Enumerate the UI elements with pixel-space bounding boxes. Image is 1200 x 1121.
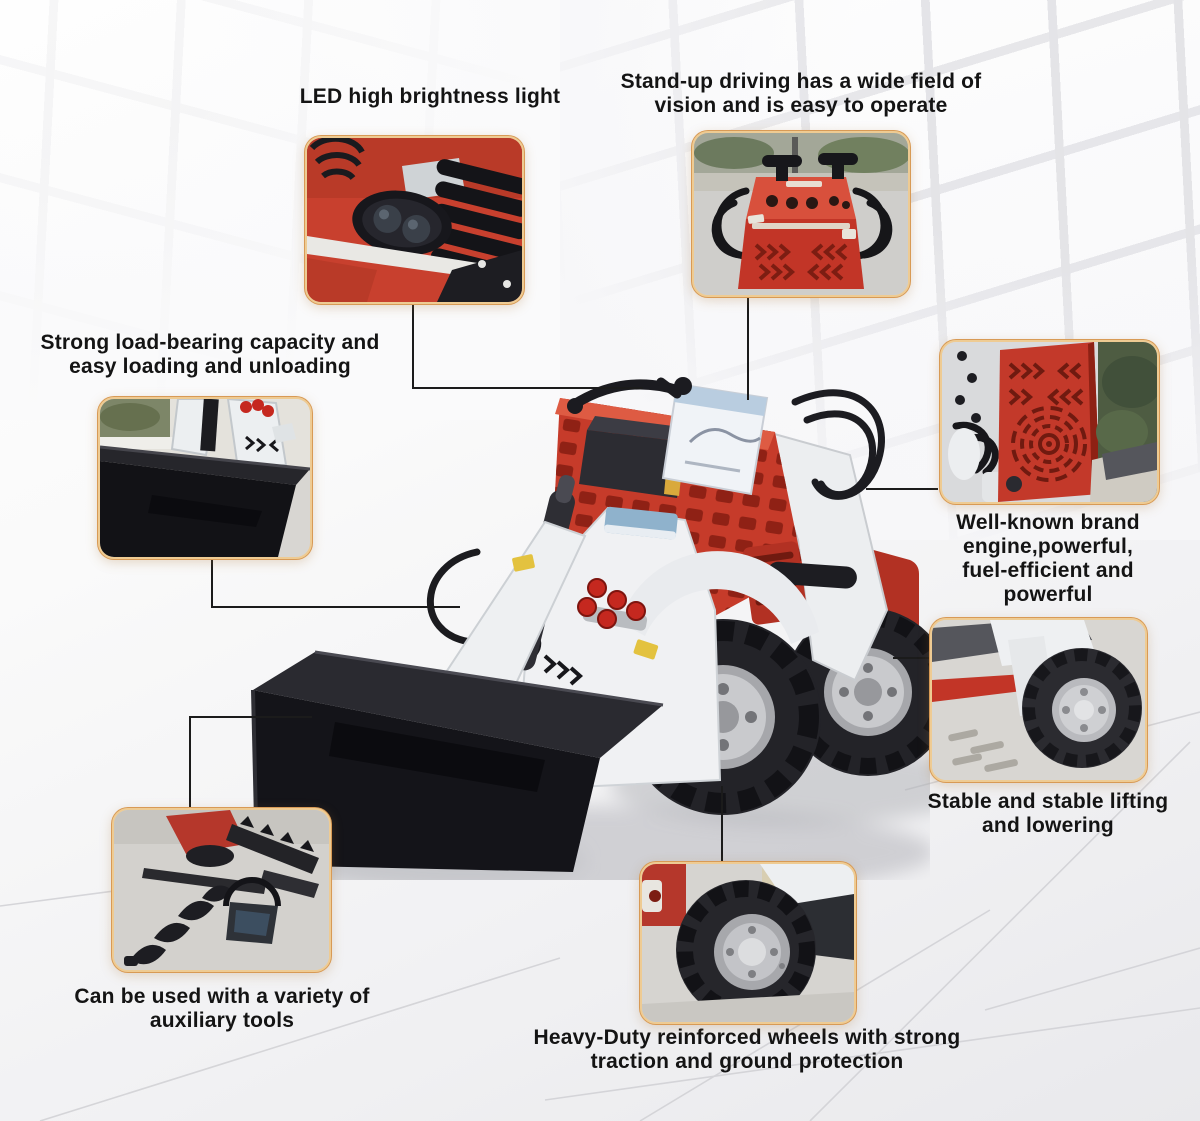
manual-sheet — [661, 382, 769, 496]
booklet — [604, 506, 678, 540]
attachments-photo — [112, 808, 331, 972]
label-lift: Stable and stable lifting and lowering — [927, 790, 1169, 837]
red-frame-bar — [932, 674, 1030, 702]
engine-photo — [940, 340, 1159, 504]
machine-illustration — [245, 377, 930, 880]
led-light-photo — [305, 136, 524, 304]
bucket-photo — [98, 397, 312, 559]
label-load: Strong load-bearing capacity and easy lo… — [40, 331, 380, 378]
led-lamp — [352, 190, 452, 256]
wheel — [676, 880, 816, 1020]
label-standup: Stand-up driving has a wide field of vis… — [620, 70, 982, 117]
bucket-closeup — [100, 445, 310, 557]
warning-sticker — [512, 554, 535, 572]
hose-loops — [711, 187, 893, 261]
heavy-wheel-photo — [640, 862, 856, 1024]
label-wheels: Heavy-Duty reinforced wheels with strong… — [533, 1026, 961, 1073]
joystick-handles — [762, 153, 858, 181]
standup-driving-photo — [692, 131, 910, 297]
floor-reflection — [948, 729, 1018, 772]
auger-attachment — [124, 885, 232, 966]
wheel-fender — [619, 551, 819, 644]
engine-cover — [998, 342, 1100, 502]
lift-wheel-photo — [930, 618, 1147, 782]
hydraulic-hoses-right — [791, 389, 885, 500]
fan-grille — [1011, 406, 1087, 482]
red-corner — [642, 864, 686, 926]
machine-photo — [215, 360, 930, 880]
red-machine-part — [166, 810, 246, 854]
label-engine: Well-known brand engine,powerful, fuel-e… — [956, 511, 1140, 606]
hoop-tool — [223, 877, 281, 944]
hydraulic-couplers — [577, 578, 648, 631]
label-led: LED high brightness light — [299, 85, 561, 108]
wheel — [1022, 648, 1142, 768]
label-tools: Can be used with a variety of auxiliary … — [74, 985, 370, 1032]
trencher-attachment — [226, 816, 319, 898]
warning-sticker — [633, 639, 659, 660]
